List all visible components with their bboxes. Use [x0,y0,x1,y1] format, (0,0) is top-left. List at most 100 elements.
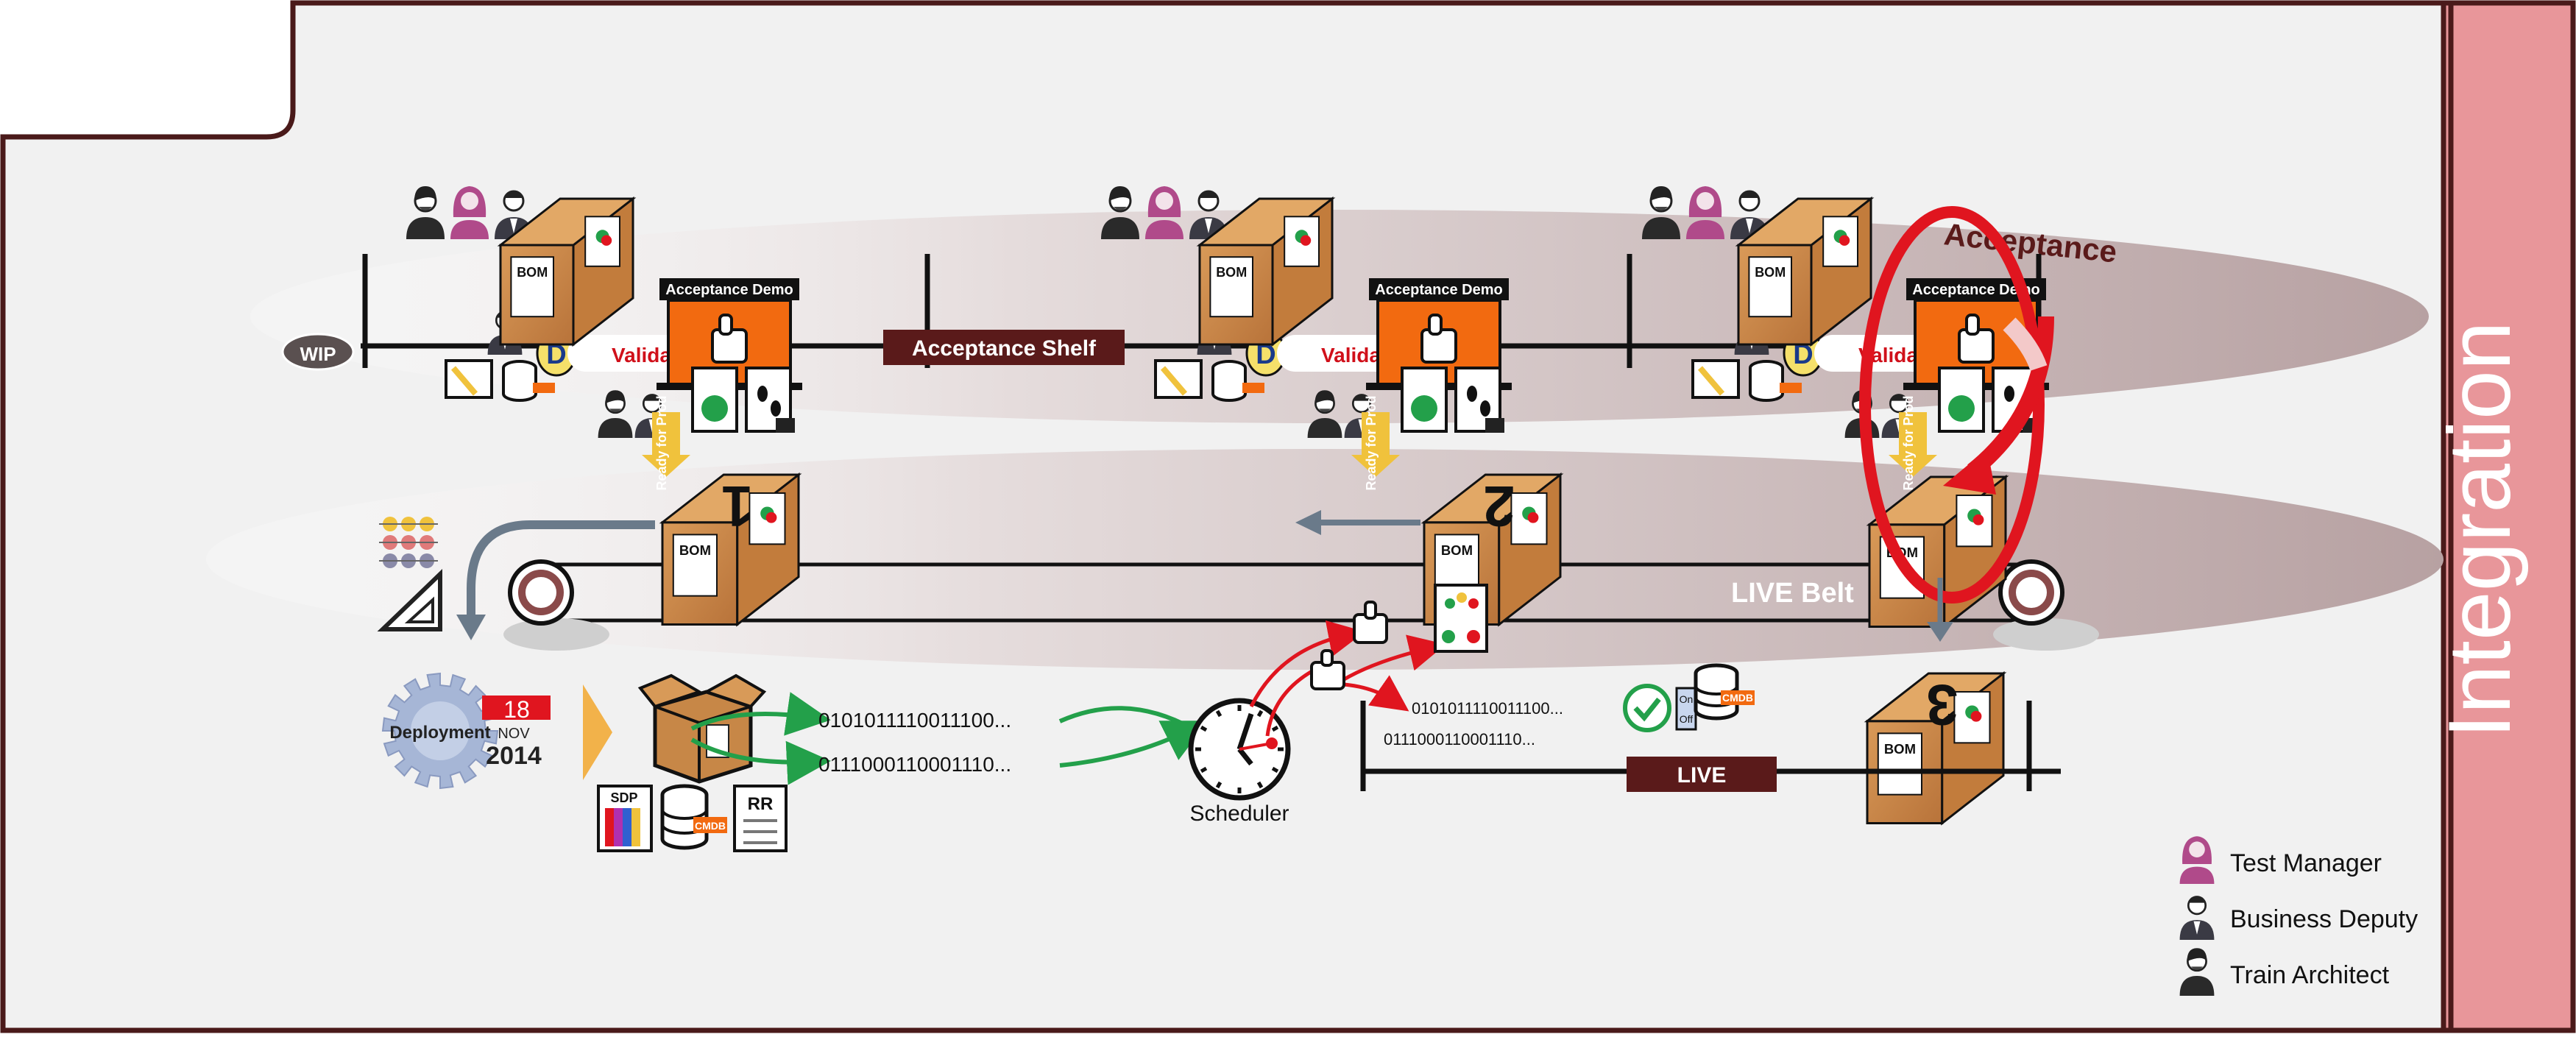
acceptance-demo-label: Acceptance Demo [665,282,793,298]
highlight-circle [1859,206,2045,604]
people-groups [406,186,1769,239]
train-architect-icon [2179,948,2215,996]
database-icon [1749,368,1784,402]
svg-text:3: 3 [1926,673,1958,736]
train-architect-icon [406,186,445,239]
live-belt-label: LIVE Belt [1731,578,1854,609]
red-arrow-1 [1249,620,1365,708]
binary-stream-1: 0101011110011100... [818,709,1011,732]
svg-text:RR: RR [748,794,774,814]
return-curve-arrow [467,520,655,618]
legend-item: Train Architect [2179,948,2390,996]
svg-text:CMDB: CMDB [695,820,726,832]
ready-for-prod-label: Ready for Prod [654,395,669,490]
deployment-gear-icon: Deployment [381,672,499,790]
scheduler-label: Scheduler [1189,801,1289,826]
svg-text:BOM: BOM [1755,265,1786,280]
binary-stream-2: 0111000110001110... [818,753,1011,776]
svg-text:BOM: BOM [1884,741,1916,757]
integration-panel [2441,0,2576,1033]
test-manager-icon [1145,186,1183,239]
test-manager-icon [2179,836,2215,884]
train-architect-icon [598,390,633,438]
people-group-3 [1642,186,1769,239]
legend-label: Train Architect [2230,961,2390,989]
people-group-2 [1101,186,1228,239]
on-off-switch-icon: On Off [1675,687,1697,731]
svg-text:1: 1 [721,474,753,537]
integration-label: Integration [2430,321,2529,738]
clipboard-icon [445,359,493,399]
wip-badge: WIP [281,333,355,371]
triangle-ruler-icon [377,568,442,631]
database-icon-deploy: CMDB [660,784,727,850]
svg-text:BOM: BOM [679,542,711,558]
svg-text:BOM: BOM [1216,265,1247,280]
deployment-date: 18 NOV 2014 [482,696,551,770]
svg-text:CMDB: CMDB [1722,692,1753,704]
thumbs-up-icon-1 [1353,601,1388,644]
database-icon-live: CMDB [1694,663,1755,721]
belt-left-roller [503,559,609,651]
clipboard-icon [1691,359,1740,399]
database-icon [502,368,537,402]
binary-stream-4: 0111000110001110... [1384,730,1535,748]
clipboard-icon [1154,359,1203,399]
highlight-arrow [1967,316,2054,478]
bom-box-belt-1: BOM 1 [659,472,802,627]
train-architect-icon [1307,390,1342,438]
ready-for-prod-label: Ready for Prod [1901,395,1916,490]
deployment-label: Deployment [389,723,490,743]
business-deputy-icon [495,190,533,239]
open-package-icon [637,673,767,784]
sdp-document-icon: SDP [597,785,653,852]
acceptance-demo-label: Acceptance Demo [1375,282,1502,298]
test-manager-icon [1686,186,1724,239]
svg-text:BOM: BOM [517,265,548,280]
svg-text:SDP: SDP [610,790,637,805]
green-arrow-4 [1059,721,1209,768]
live-label: LIVE [1677,763,1727,788]
belt-right-roller [1993,559,2099,651]
legend-label: Business Deputy [2230,905,2418,933]
rr-document-icon: RR [733,785,788,852]
binary-stream-3: 0101011110011100... [1412,699,1563,718]
train-architect-icon [1642,186,1680,239]
bom-box-acceptance-2: BOM [1196,196,1336,347]
status-card-icon [1434,584,1488,653]
test-manager-icon [450,186,489,239]
legend-label: Test Manager [2230,849,2382,877]
date-year: 2014 [486,742,542,770]
ready-for-prod-label: Ready for Prod [1364,395,1379,490]
date-month: NOV [498,726,530,742]
acceptance-boxes: BOM BOM BOM [497,196,1875,347]
bom-box-acceptance-3: BOM [1735,196,1875,347]
svg-text:WIP: WIP [300,343,336,365]
business-deputy-icon [2179,896,2215,940]
svg-text:On: On [1680,693,1694,705]
scheduler-clock-icon [1188,698,1291,801]
footprint-document-icon [1454,367,1501,433]
green-arrow-1 [690,692,831,736]
train-architect-icon [1101,186,1139,239]
chevron-right-icon [583,684,612,780]
svg-text:2: 2 [1483,474,1515,537]
legend-item: Business Deputy [2179,896,2418,940]
database-icon [1211,368,1247,402]
abacus-icon [379,517,438,568]
acceptance-shelf [883,330,1125,365]
acceptance-demo-label: Acceptance Demo [1912,282,2039,298]
live-box [1627,757,1777,792]
bom-box-acceptance-1: BOM [497,196,637,347]
svg-text:BOM: BOM [1441,542,1473,558]
people-group-1 [406,186,533,239]
thumbs-up-icon-2 [1310,649,1345,690]
acceptance-shelf-label: Acceptance Shelf [912,336,1097,361]
svg-text:Off: Off [1680,713,1694,725]
legend-item: Test Manager [2179,836,2382,884]
green-arrow-2 [690,737,831,785]
